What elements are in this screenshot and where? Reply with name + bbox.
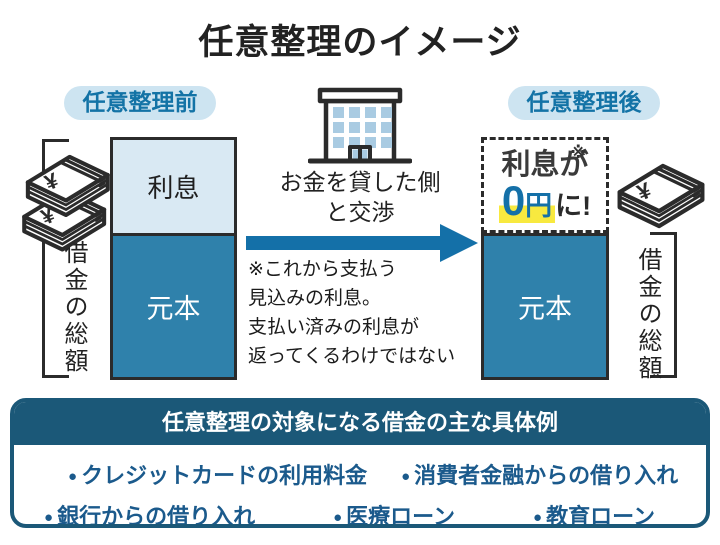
note-line: 支払い済みの利息が: [248, 317, 420, 338]
money-stack-icon: [18, 146, 114, 264]
lender-building-icon: [308, 87, 412, 164]
examples-panel-title: 任意整理の対象になる借金の主な具体例: [14, 402, 706, 445]
example-item: ●消費者金融からの借り入れ: [401, 458, 678, 490]
interest-segment: 利息: [113, 140, 234, 236]
example-item: ●銀行からの借り入れ: [44, 499, 256, 528]
zero-interest-line2: 0円に!: [484, 180, 606, 223]
bullet-icon: ●: [333, 509, 343, 526]
zero-number: 0: [501, 177, 526, 224]
note-line: 見込みの利息。: [248, 288, 382, 309]
bullet-icon: ●: [68, 468, 78, 485]
badge-before: 任意整理前: [64, 86, 216, 120]
debt-bar-after: 元本: [481, 233, 609, 380]
examples-row-1: ●クレジットカードの利用料金 ●消費者金融からの借り入れ: [68, 458, 688, 490]
total-debt-bracket-left: [42, 139, 69, 378]
total-debt-label-left: 借金の総額: [60, 240, 87, 375]
example-item: ●クレジットカードの利用料金: [68, 458, 367, 490]
page-title: 任意整理のイメージ: [198, 23, 522, 62]
examples-panel: 任意整理の対象になる借金の主な具体例 ●クレジットカードの利用料金 ●消費者金融…: [10, 398, 710, 528]
right-arrow-icon: [246, 224, 478, 262]
note-line: 返ってくるわけではない: [248, 346, 456, 367]
examples-row-2: ●銀行からの借り入れ ●医療ローン ●教育ローン: [44, 499, 688, 528]
money-stack-icon: [614, 150, 708, 242]
zero-interest-line1: 利息が: [501, 149, 589, 181]
example-label: クレジットカードの利用料金: [81, 463, 368, 488]
reference-mark: ※: [570, 145, 586, 162]
debt-bar-before: 利息 元本: [110, 137, 237, 380]
negotiate-line1: お金を貸した側: [279, 169, 441, 195]
example-label: 医療ローン: [346, 504, 456, 528]
yen-unit: 円: [525, 191, 553, 221]
zero-suffix: に!: [555, 191, 592, 221]
total-debt-bracket-right: [650, 232, 677, 378]
negotiate-text: お金を貸した側 と交渉: [248, 167, 472, 227]
example-label: 消費者金融からの借り入れ: [414, 463, 679, 488]
example-label: 教育ローン: [546, 504, 656, 528]
example-item: ●医療ローン: [333, 499, 456, 528]
example-label: 銀行からの借り入れ: [57, 504, 256, 528]
examples-panel-body: ●クレジットカードの利用料金 ●消費者金融からの借り入れ ●銀行からの借り入れ …: [14, 445, 706, 528]
zero-interest-box: ※ 利息が 0円に!: [481, 137, 609, 233]
principal-segment: 元本: [113, 236, 234, 377]
total-debt-label-right: 借金の総額: [634, 247, 661, 382]
example-item: ●教育ローン: [533, 499, 656, 528]
bullet-icon: ●: [533, 509, 543, 526]
bullet-icon: ●: [44, 509, 54, 526]
badge-after: 任意整理後: [508, 86, 660, 120]
building-windows: [333, 107, 392, 148]
principal-segment-after: 元本: [518, 294, 572, 324]
bullet-icon: ●: [401, 468, 411, 485]
zero-yen-highlight: 0円: [498, 180, 556, 223]
interest-note: ※これから支払う 見込みの利息。 支払い済みの利息が 返ってくるわけではない: [248, 255, 484, 371]
note-line: ※これから支払う: [248, 259, 397, 280]
negotiate-line2: と交渉: [325, 199, 395, 225]
